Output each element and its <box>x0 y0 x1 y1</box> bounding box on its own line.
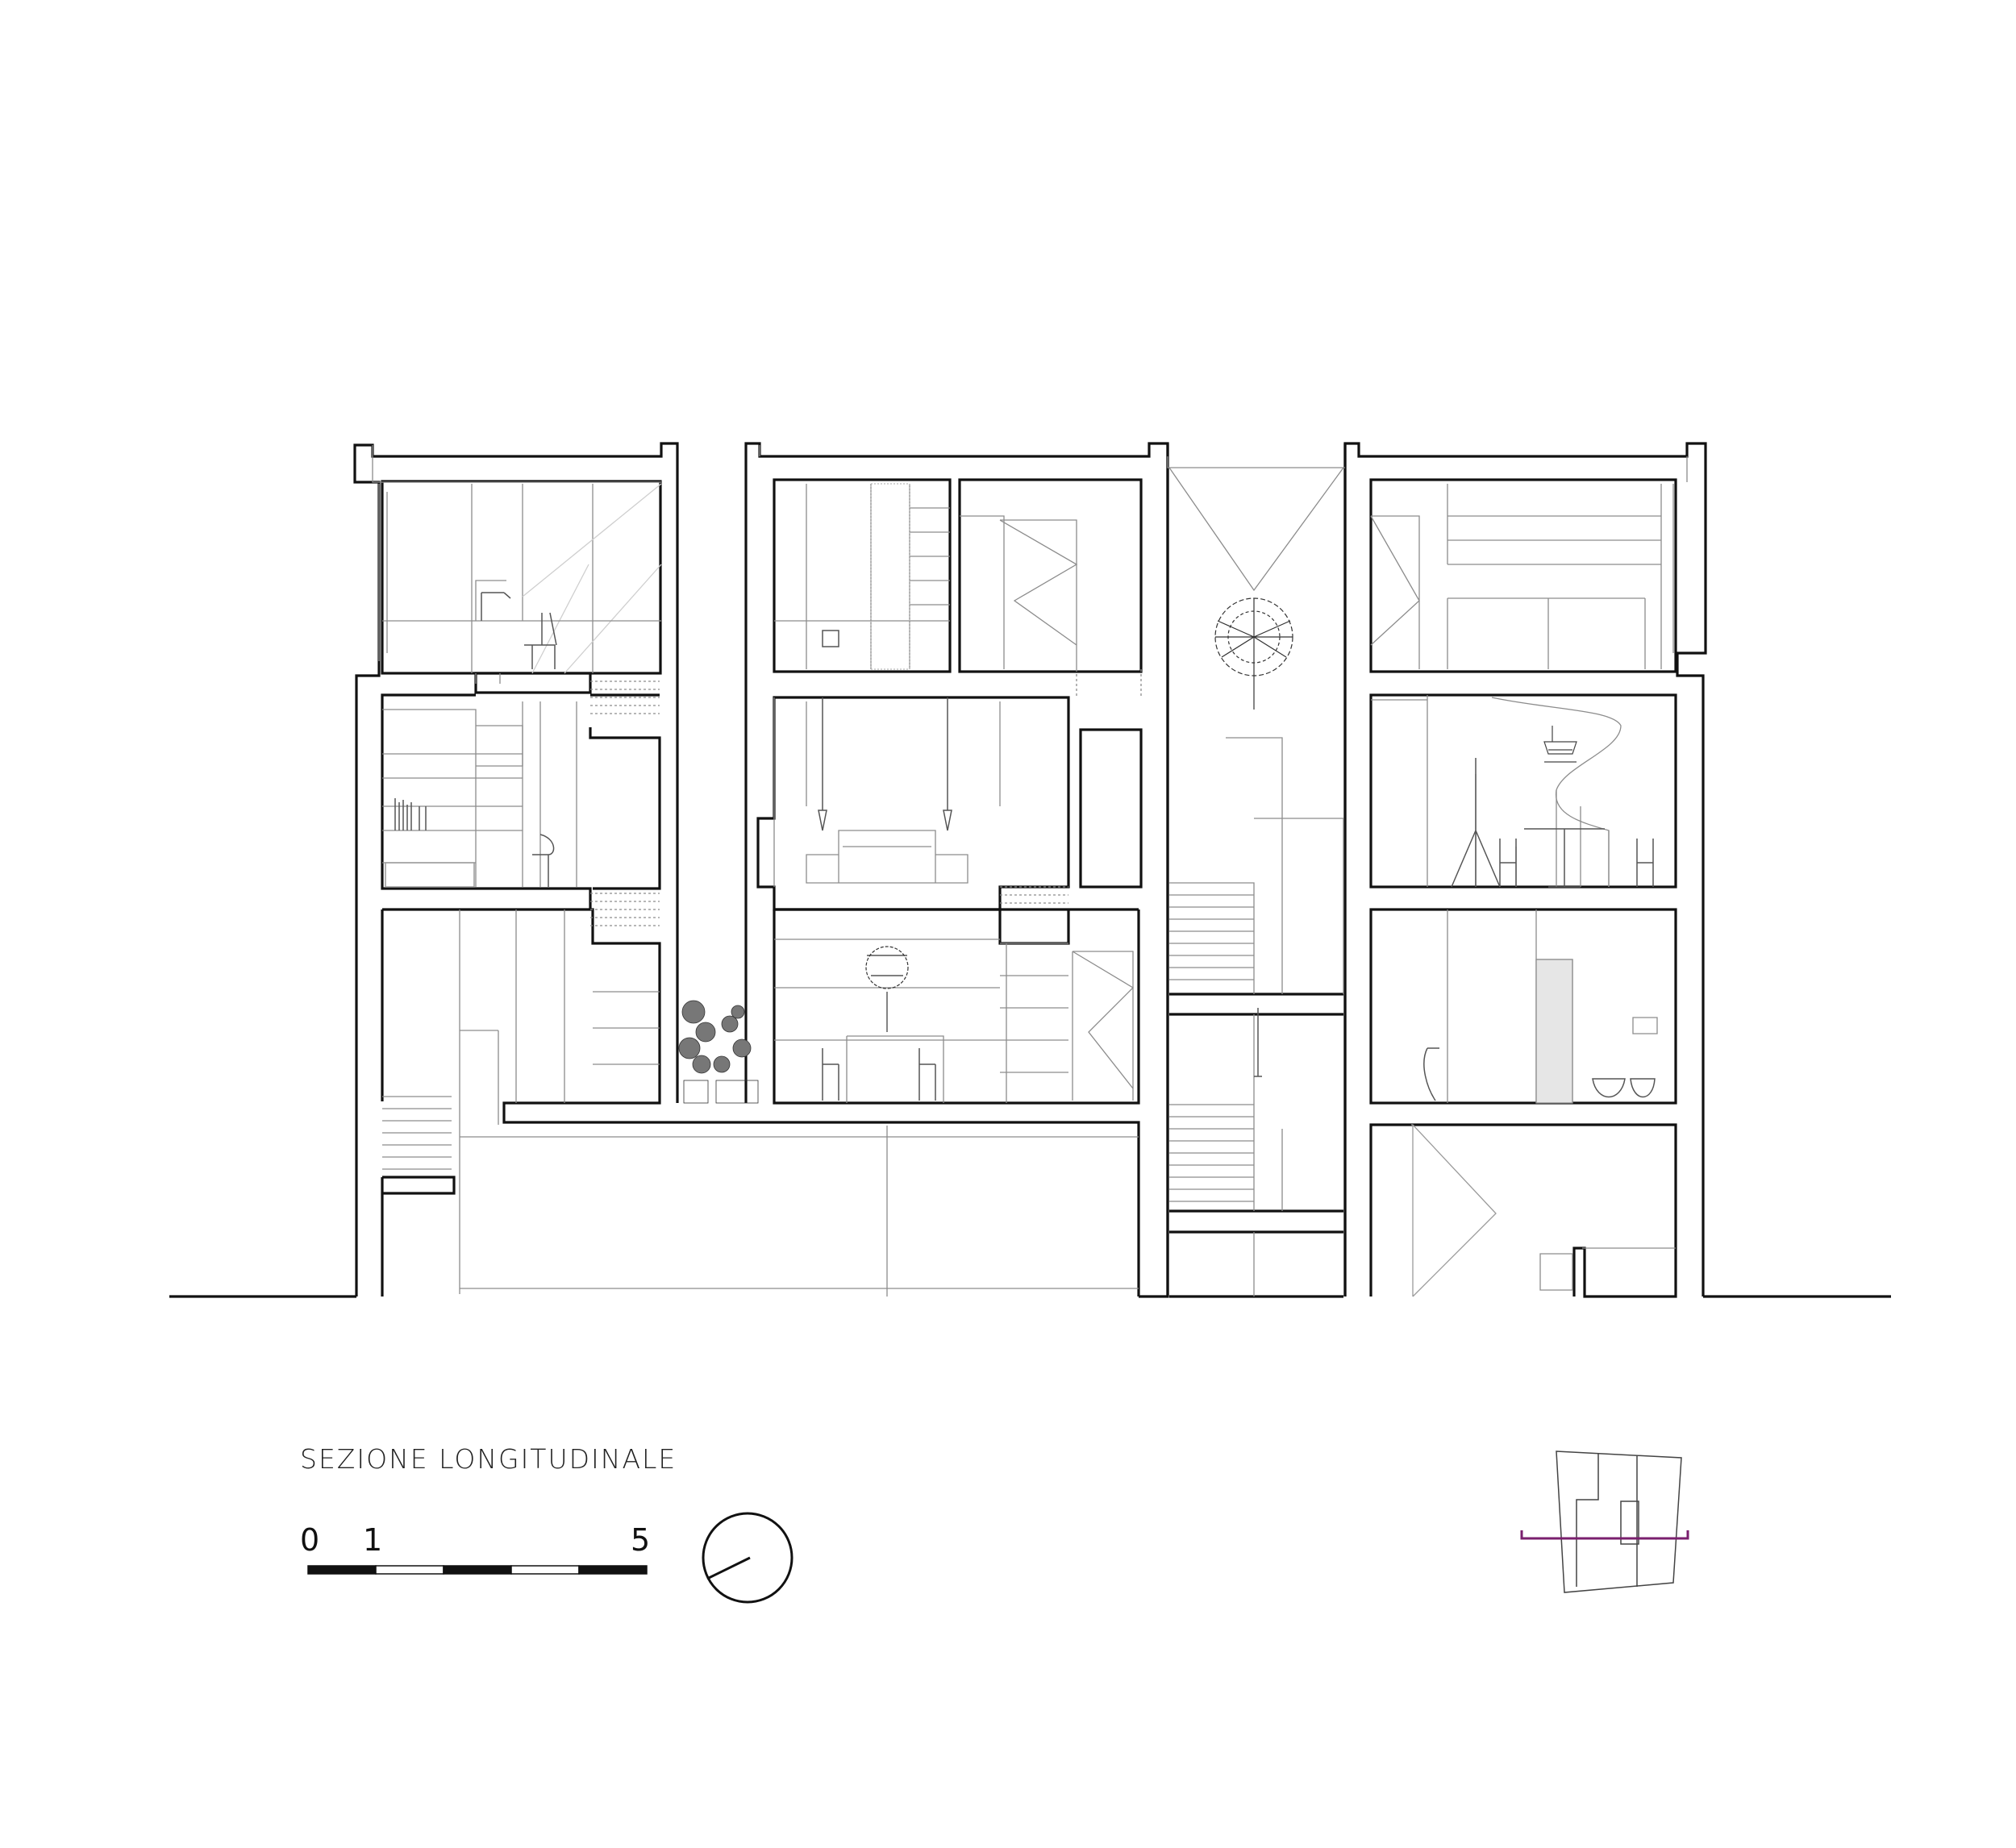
slab-left-1 <box>474 672 592 694</box>
room-low-left-outline <box>381 908 1140 1297</box>
tower-rooms <box>1169 993 1343 1298</box>
garage <box>460 1126 1139 1297</box>
tower-room-high <box>1169 458 1343 994</box>
room-mid-left <box>382 695 660 909</box>
room-low-mid-outline <box>773 908 1140 1105</box>
room-low-mid <box>774 909 1139 1103</box>
outer-wall-left <box>353 442 679 1297</box>
room-mid-mid-small <box>1079 728 1143 889</box>
room-base-right <box>1369 1123 1677 1298</box>
scale-bar <box>307 1565 648 1575</box>
key-plan-icon <box>1520 1451 1689 1593</box>
pendant-lamp-icon <box>1543 726 1577 763</box>
drawing-title: SEZIONE LONGITUDINALE <box>300 1443 677 1475</box>
room-top-right <box>1369 478 1677 673</box>
left-building-outline <box>355 443 1168 1297</box>
room-top-mid-b <box>958 478 1143 673</box>
room-mid-mid <box>756 696 1070 911</box>
tower-outline <box>1166 442 1707 1297</box>
north-arrow-icon <box>702 1512 793 1604</box>
chandelier-dining-icon <box>865 946 909 1032</box>
room-mid-left-outline <box>381 693 661 909</box>
plant-icon <box>678 1000 759 1104</box>
scale-label-5: 5 <box>631 1522 651 1558</box>
room-top-left <box>381 480 662 675</box>
room-top-mid-a <box>773 478 952 673</box>
outer-wall-mid <box>744 442 1169 1298</box>
scale-label-0: 0 <box>300 1522 320 1558</box>
tower-wall <box>1168 443 1345 1297</box>
room-mid-right <box>1369 693 1677 889</box>
room-low-left <box>382 909 660 1184</box>
room-low-right <box>1369 908 1677 1105</box>
chandelier-icon <box>1214 597 1293 710</box>
scale-label-1: 1 <box>363 1522 383 1558</box>
